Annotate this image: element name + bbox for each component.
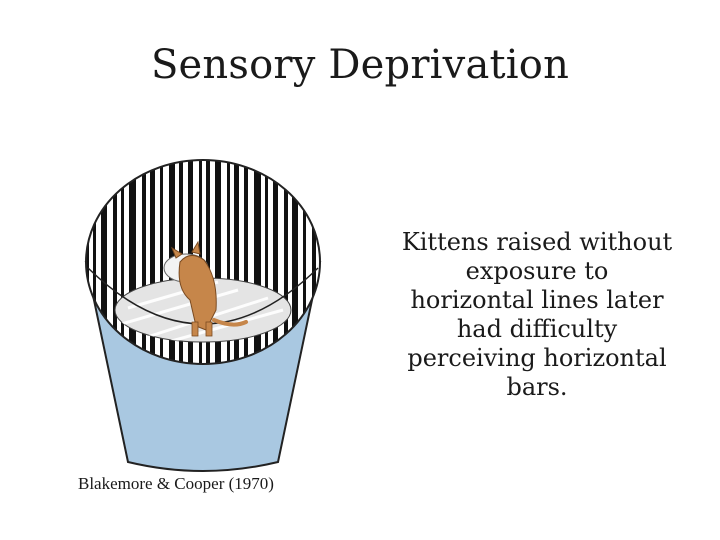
stripe: [121, 160, 124, 364]
caption-line: perceiving horizontal: [407, 344, 667, 372]
caption-line: horizontal lines later: [410, 286, 664, 314]
stripe: [312, 160, 316, 364]
stripe: [129, 160, 136, 364]
stripe: [284, 160, 288, 364]
stripe: [234, 160, 239, 364]
kitten-figure: [163, 240, 248, 337]
caption-line: had difficulty: [456, 315, 618, 343]
stripe: [113, 160, 117, 364]
stripe: [265, 160, 268, 364]
stripe: [215, 160, 221, 364]
stripe: [86, 160, 89, 364]
stripe: [206, 160, 210, 364]
caption-line: exposure to: [465, 257, 609, 285]
stripe: [142, 160, 146, 364]
stripe: [254, 160, 261, 364]
stripe: [150, 160, 155, 364]
stripe: [273, 160, 278, 364]
stripe: [303, 160, 306, 364]
stripe: [244, 160, 248, 364]
caption-text: Kittens raised without exposure to horiz…: [372, 228, 702, 402]
caption-line: bars.: [506, 373, 568, 401]
stripe: [227, 160, 230, 364]
stripe: [101, 160, 107, 364]
citation: Blakemore & Cooper (1970): [78, 474, 274, 493]
slide-title: Sensory Deprivation: [150, 42, 570, 88]
stripe: [93, 160, 96, 364]
caption-line: Kittens raised without: [401, 228, 673, 256]
stripe: [160, 160, 163, 364]
stripe: [292, 160, 298, 364]
striped-cylinder-illustration: [68, 150, 338, 480]
